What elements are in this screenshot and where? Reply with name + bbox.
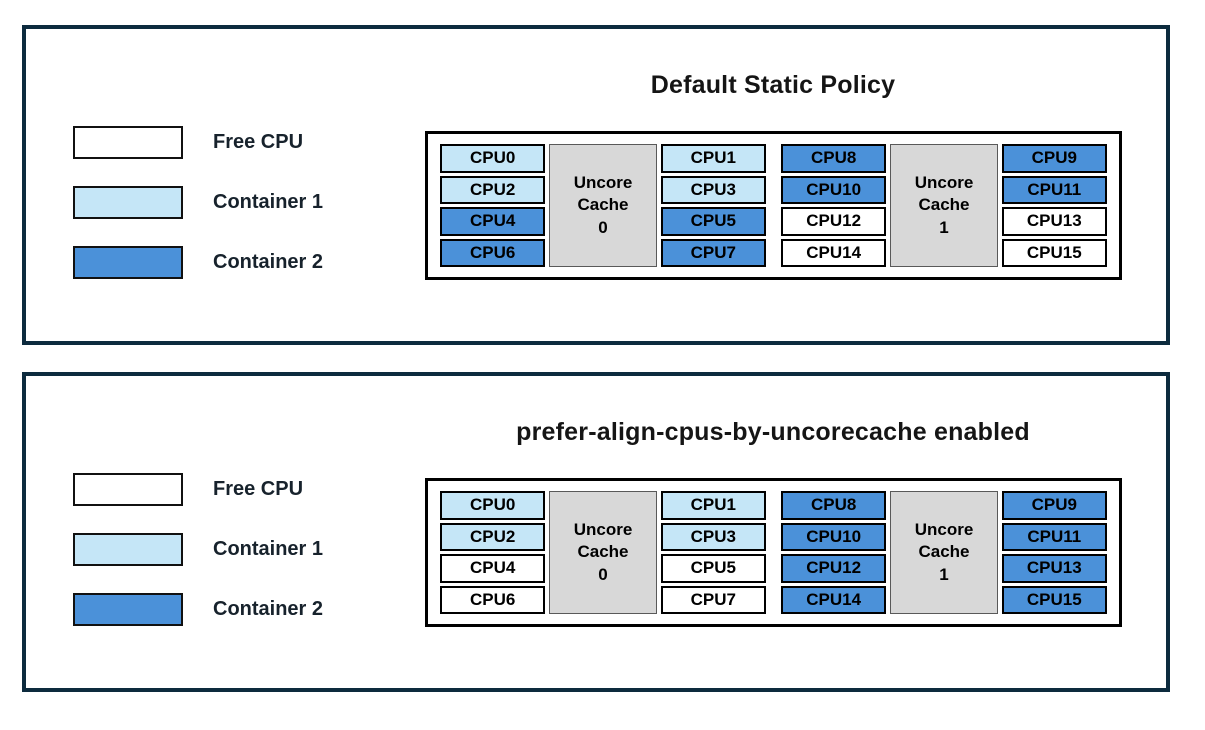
legend-label: Free CPU: [213, 478, 304, 500]
cpu-cell: CPU5: [660, 207, 766, 236]
cpu-cell: CPU14: [781, 238, 887, 267]
legend-item-free-cpu: Free CPU: [73, 473, 323, 506]
cpu-column: CPU8 CPU10 CPU12 CPU14: [781, 144, 887, 267]
cpu-cell: CPU9: [1001, 144, 1107, 173]
cpu-cell: CPU10: [781, 522, 887, 551]
uncore-cache-box: Uncore Cache 0: [549, 491, 657, 614]
cpu-topology-diagram: CPU0 CPU2 CPU4 CPU6 Uncore Cache 0 CPU1 …: [425, 478, 1122, 627]
cpu-column: CPU0 CPU2 CPU4 CPU6: [440, 144, 546, 267]
cpu-cell: CPU8: [781, 491, 887, 520]
legend-item-container-1: Container 1: [73, 186, 323, 219]
cpu-cell: CPU3: [660, 175, 766, 204]
cpu-cell: CPU3: [660, 522, 766, 551]
panel-title: prefer-align-cpus-by-uncorecache enabled: [516, 418, 1030, 446]
uncore-cache-box: Uncore Cache 1: [890, 491, 998, 614]
cpu-column: CPU1 CPU3 CPU5 CPU7: [660, 491, 766, 614]
legend-item-container-1: Container 1: [73, 533, 323, 566]
legend-label: Container 2: [213, 251, 324, 273]
legend-item-container-2: Container 2: [73, 246, 323, 279]
panel-prefer-align-uncorecache: prefer-align-cpus-by-uncorecache enabled…: [22, 372, 1170, 692]
cpu-cell: CPU14: [781, 585, 887, 614]
cpu-cell: CPU15: [1001, 585, 1107, 614]
cpu-cell: CPU4: [440, 554, 546, 583]
legend: Free CPU Container 1 Container 2: [73, 473, 323, 626]
cpu-cell: CPU12: [781, 554, 887, 583]
legend-item-free-cpu: Free CPU: [73, 126, 323, 159]
cpu-cell: CPU13: [1001, 554, 1107, 583]
legend-swatch-container-2: [73, 246, 183, 279]
cpu-column: CPU9 CPU11 CPU13 CPU15: [1001, 491, 1107, 614]
uncore-cache-box: Uncore Cache 1: [890, 144, 998, 267]
cpu-cell: CPU8: [781, 144, 887, 173]
legend-swatch-container-1: [73, 533, 183, 566]
uncore-cache-0-group: CPU0 CPU2 CPU4 CPU6 Uncore Cache 0 CPU1 …: [440, 491, 766, 614]
legend-label: Container 1: [213, 538, 324, 560]
cpu-column: CPU8 CPU10 CPU12 CPU14: [781, 491, 887, 614]
cpu-cell: CPU4: [440, 207, 546, 236]
legend-label: Container 2: [213, 598, 324, 620]
legend-item-container-2: Container 2: [73, 593, 323, 626]
cpu-cell: CPU5: [660, 554, 766, 583]
cpu-cell: CPU15: [1001, 238, 1107, 267]
legend: Free CPU Container 1 Container 2: [73, 126, 323, 279]
uncore-cache-box: Uncore Cache 0: [549, 144, 657, 267]
legend-label: Container 1: [213, 191, 324, 213]
cpu-cell: CPU12: [781, 207, 887, 236]
cpu-cell: CPU13: [1001, 207, 1107, 236]
legend-swatch-free-cpu: [73, 473, 183, 506]
cpu-cell: CPU0: [440, 144, 546, 173]
cpu-cell: CPU9: [1001, 491, 1107, 520]
cpu-cell: CPU1: [660, 144, 766, 173]
cpu-cell: CPU7: [660, 585, 766, 614]
cpu-column: CPU0 CPU2 CPU4 CPU6: [440, 491, 546, 614]
cpu-cell: CPU11: [1001, 522, 1107, 551]
cpu-column: CPU9 CPU11 CPU13 CPU15: [1001, 144, 1107, 267]
uncore-cache-1-group: CPU8 CPU10 CPU12 CPU14 Uncore Cache 1 CP…: [781, 491, 1107, 614]
panel-title: Default Static Policy: [650, 71, 896, 99]
cpu-cell: CPU6: [440, 238, 546, 267]
cpu-cell: CPU1: [660, 491, 766, 520]
legend-swatch-container-2: [73, 593, 183, 626]
legend-swatch-free-cpu: [73, 126, 183, 159]
panel-default-static-policy: Default Static Policy Free CPU Container…: [22, 25, 1170, 345]
cpu-cell: CPU2: [440, 522, 546, 551]
cpu-cell: CPU0: [440, 491, 546, 520]
cpu-column: CPU1 CPU3 CPU5 CPU7: [660, 144, 766, 267]
cpu-topology-diagram: CPU0 CPU2 CPU4 CPU6 Uncore Cache 0 CPU1 …: [425, 131, 1122, 280]
cpu-cell: CPU2: [440, 175, 546, 204]
cpu-cell: CPU10: [781, 175, 887, 204]
cpu-cell: CPU6: [440, 585, 546, 614]
cpu-cell: CPU7: [660, 238, 766, 267]
uncore-cache-0-group: CPU0 CPU2 CPU4 CPU6 Uncore Cache 0 CPU1 …: [440, 144, 766, 267]
uncore-cache-1-group: CPU8 CPU10 CPU12 CPU14 Uncore Cache 1 CP…: [781, 144, 1107, 267]
legend-label: Free CPU: [213, 131, 304, 153]
cpu-cell: CPU11: [1001, 175, 1107, 204]
legend-swatch-container-1: [73, 186, 183, 219]
